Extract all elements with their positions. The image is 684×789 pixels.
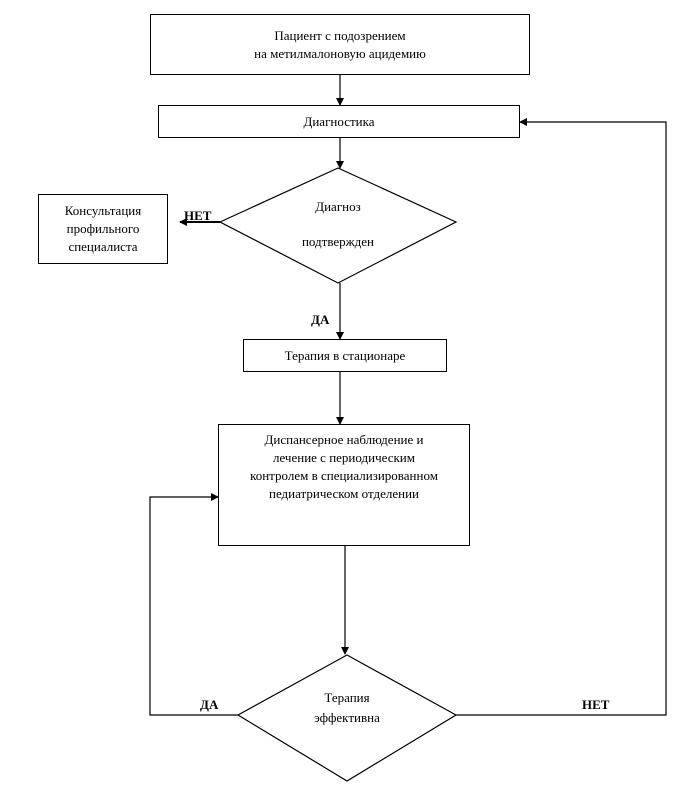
diagnostics-box: Диагностика: [158, 105, 520, 138]
therapy-effective-diamond: [236, 654, 458, 782]
therapy-effective-line-1: Терапия: [324, 690, 370, 705]
inpatient-therapy-label: Терапия в стационаре: [284, 347, 406, 363]
patient-line-1: Пациент с подозрением: [274, 27, 406, 43]
therapy-no-label: НЕТ: [582, 697, 610, 712]
dispensary-line-1: Диспансерное наблюдение и: [264, 432, 424, 447]
dispensary-line-3: контролем в специализированном: [250, 468, 438, 483]
diagnostics-label: Диагностика: [303, 113, 375, 129]
diagnosis-decision-line-1: Диагноз: [315, 199, 361, 214]
dispensary-box: Диспансерное наблюдение и лечение с пери…: [218, 424, 470, 546]
consultation-box: Консультация профильного специалиста: [38, 194, 168, 264]
diagnosis-decision-line-2: подтвержден: [301, 234, 375, 249]
diagnosis-decision-diamond: [218, 167, 458, 284]
arrow-effective-no-loop: [456, 118, 667, 716]
therapy-effective-line-2: эффективна: [314, 710, 380, 725]
diagnosis-yes-label: ДА: [311, 312, 330, 327]
inpatient-therapy-box: Терапия в стационаре: [243, 339, 447, 372]
dispensary-line-2: лечение с периодическим: [273, 450, 415, 465]
consultation-line-2: профильного: [66, 221, 140, 236]
dispensary-line-4: педиатрическом отделении: [269, 486, 419, 501]
patient-line-2: на метилмалоновую ацидемию: [254, 45, 426, 61]
arrow-effective-yes-loop: [149, 493, 238, 716]
consultation-line-3: специалиста: [68, 239, 138, 254]
therapy-yes-label: ДА: [200, 697, 219, 712]
diagnosis-no-label: НЕТ: [184, 208, 212, 223]
patient-box: Пациент с подозрением на метилмалоновую …: [150, 14, 530, 75]
consultation-line-1: Консультация: [64, 203, 142, 218]
